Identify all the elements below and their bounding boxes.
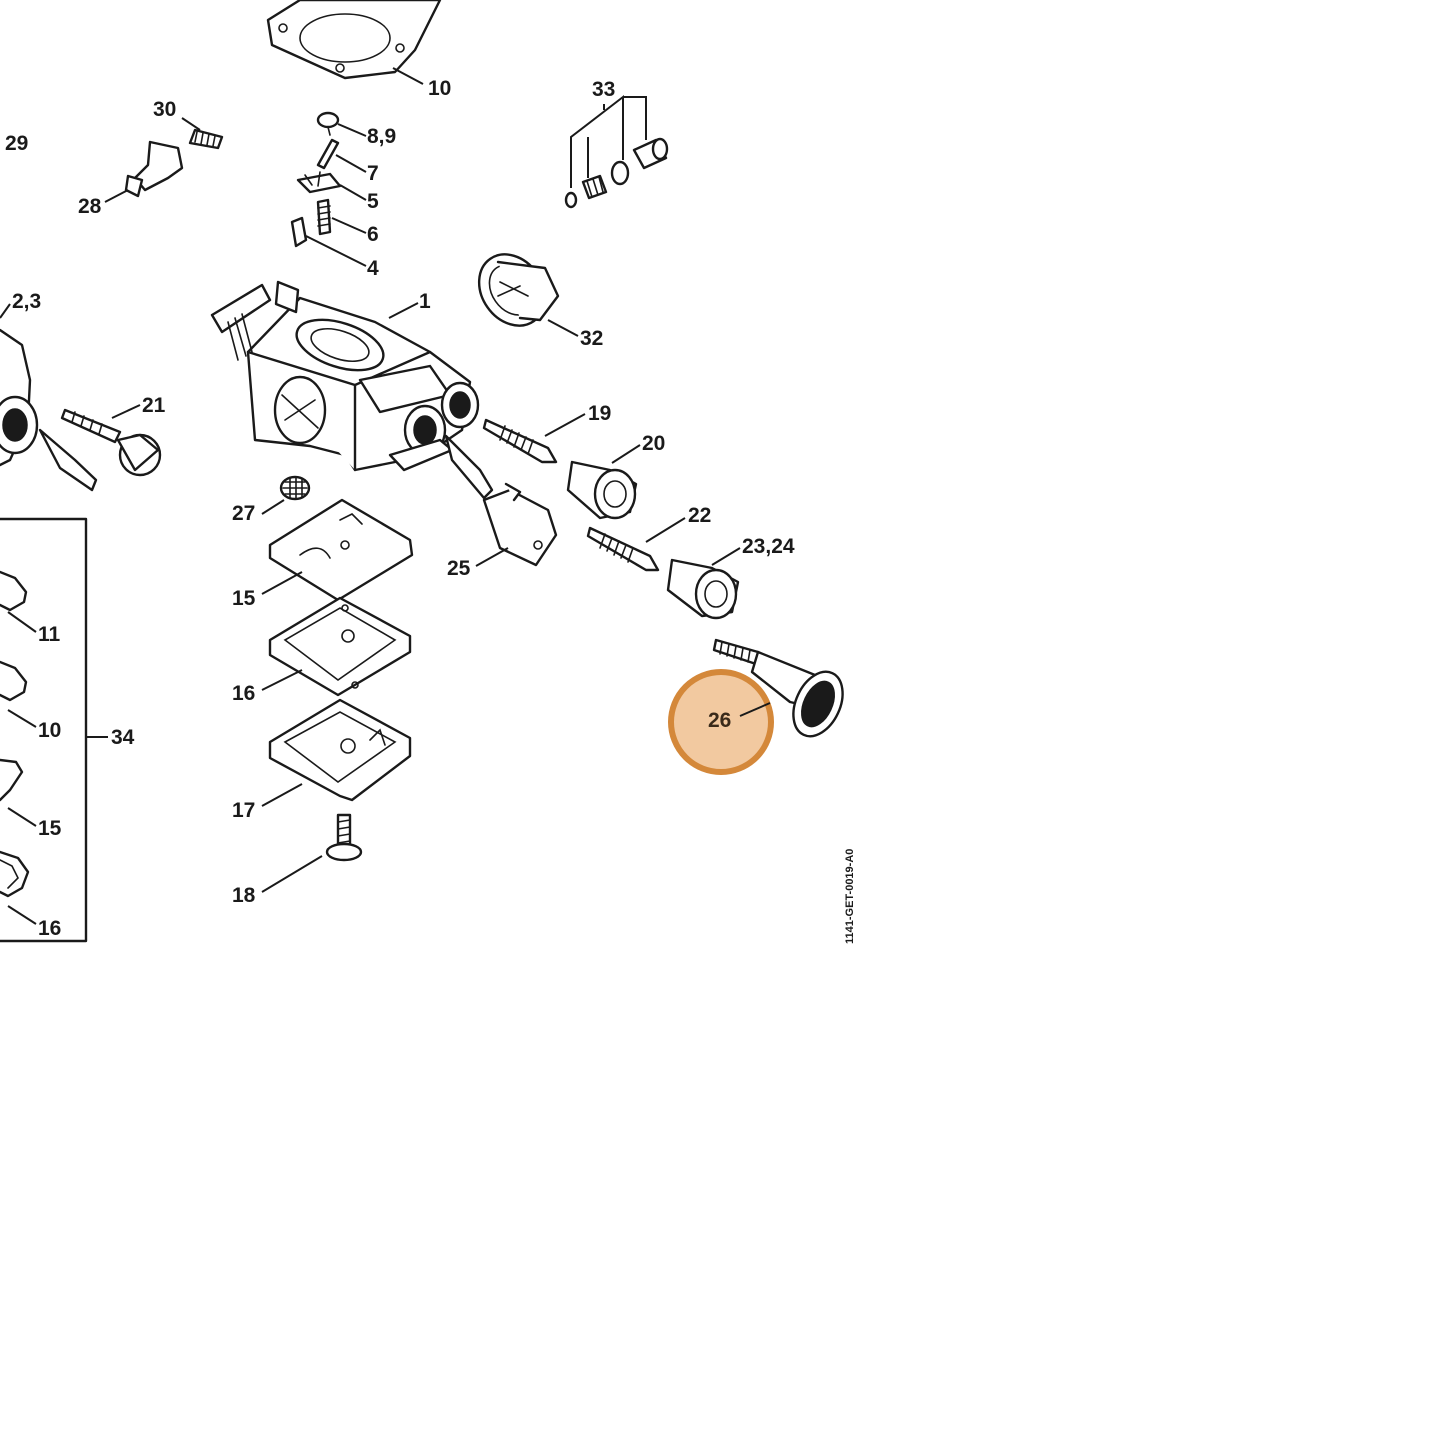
part-33-group bbox=[564, 137, 669, 209]
screw-18 bbox=[325, 813, 363, 862]
callout-34: 34 bbox=[111, 726, 135, 749]
callout-8-9: 8,9 bbox=[367, 125, 396, 148]
callout-22: 22 bbox=[688, 504, 711, 527]
callout-32: 32 bbox=[580, 327, 603, 350]
carburetor-body bbox=[210, 280, 494, 500]
callout-6: 6 bbox=[367, 223, 379, 246]
callout-16: 16 bbox=[232, 682, 255, 705]
callout-33: 33 bbox=[592, 78, 615, 101]
callout-4: 4 bbox=[367, 257, 379, 280]
callout-23-24: 23,24 bbox=[742, 535, 795, 558]
part-26-highlight[interactable] bbox=[668, 669, 774, 775]
callout-2-3: 2,3 bbox=[12, 290, 41, 313]
callout-19: 19 bbox=[588, 402, 611, 425]
callout-28: 28 bbox=[78, 195, 102, 218]
kit-box bbox=[0, 517, 88, 943]
callout-30: 30 bbox=[153, 98, 176, 121]
callout-15-kit: 15 bbox=[38, 817, 62, 840]
callout-5: 5 bbox=[367, 190, 379, 213]
gasket-16 bbox=[268, 596, 412, 697]
part-27-filter bbox=[279, 475, 311, 501]
gasket-17 bbox=[268, 698, 412, 802]
callout-labels: 10 30 29 28 8,9 7 5 6 4 33 1 32 2,3 21 1… bbox=[5, 77, 795, 940]
callout-1: 1 bbox=[419, 290, 431, 313]
gasket-part bbox=[266, 0, 442, 80]
callout-18: 18 bbox=[232, 884, 256, 907]
callout-10-kit: 10 bbox=[38, 719, 61, 742]
callout-16-kit: 16 bbox=[38, 917, 61, 940]
left-partial-part bbox=[0, 328, 162, 492]
callout-7: 7 bbox=[367, 162, 379, 185]
part-32-cap bbox=[477, 253, 560, 327]
leader-lines bbox=[0, 67, 771, 925]
callout-27: 27 bbox=[232, 502, 255, 525]
part-26-drawing bbox=[712, 638, 844, 738]
callout-11: 11 bbox=[38, 623, 61, 646]
callout-15: 15 bbox=[232, 587, 256, 610]
callout-17: 17 bbox=[232, 799, 255, 822]
drawing-code: 1141-GET-0019-A0 bbox=[844, 849, 856, 944]
callout-20: 20 bbox=[642, 432, 665, 455]
small-parts-stack bbox=[290, 111, 342, 248]
adjust-parts bbox=[482, 418, 740, 620]
callout-10-top: 10 bbox=[428, 77, 451, 100]
callout-21: 21 bbox=[142, 394, 166, 417]
callout-29: 29 bbox=[5, 132, 28, 155]
callout-25: 25 bbox=[447, 557, 471, 580]
lever-part bbox=[124, 128, 224, 198]
gasket-15 bbox=[268, 498, 414, 602]
callout-26: 26 bbox=[708, 709, 731, 732]
